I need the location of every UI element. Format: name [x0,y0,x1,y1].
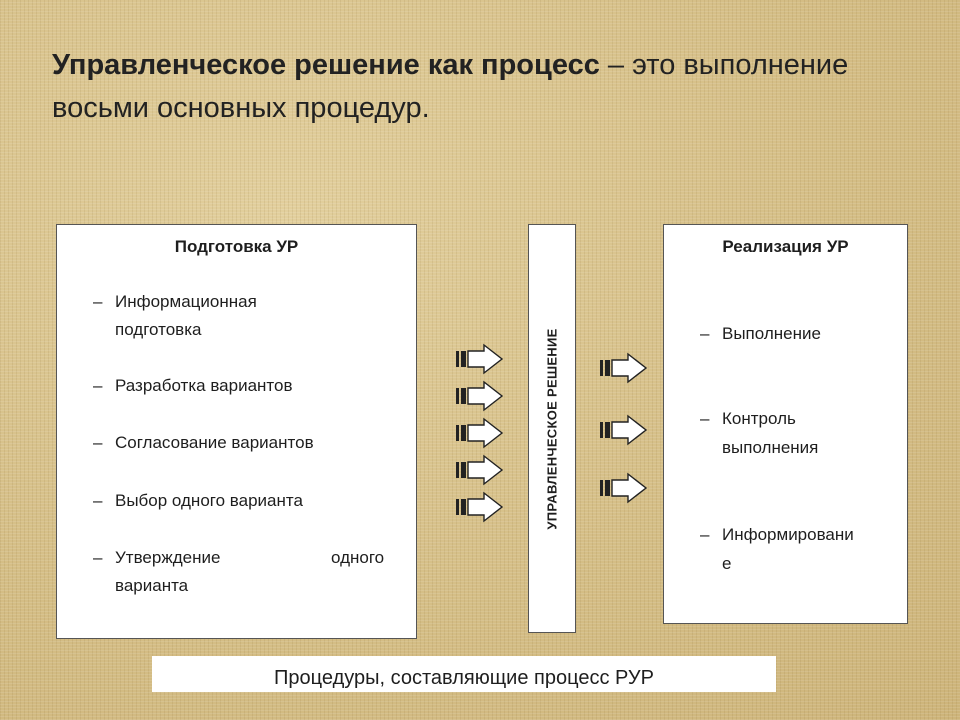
implementation-box: Реализация УР – Выполнение – Контроль вы… [663,224,908,624]
dash-marker: – [700,525,710,544]
list-item-text: Согласование вариантов [115,433,314,452]
dash-marker: – [93,292,103,311]
decision-box: УПРАВЛЕНЧЕСКОЕ РЕШЕНИЕ [528,224,576,633]
list-item-word: одного [331,543,384,572]
slide-title-bold: Управленческое решение как процесс [52,49,600,81]
list-item-text: варианта [115,576,189,595]
caption: Процедуры, составляющие процесс РУР [152,656,776,692]
preparation-box: Подготовка УР – Информационная подготовк… [56,224,417,639]
arrow-right-icon [455,344,503,374]
slide-title: Управленческое решение как процесс – это… [52,44,912,130]
arrow-right-icon [599,415,647,445]
list-item-text: подготовка [115,320,202,339]
implementation-heading: Реализация УР [722,237,849,256]
list-item-text: Выбор одного варианта [115,491,303,510]
dash-marker: – [93,376,103,395]
arrow-right-icon [599,473,647,503]
list-item-text: одного [331,548,385,567]
list-item-text: Утверждение [115,548,221,567]
preparation-heading: Подготовка УР [174,237,299,256]
arrow-right-icon [455,381,503,411]
arrow-right-icon [455,418,503,448]
dash-marker: – [700,324,710,343]
list-item-text: е [722,554,732,573]
arrow-right-icon [455,492,503,522]
list-item-text: Контроль [722,409,796,428]
list-item-text: Информировани [722,525,854,544]
list-item-text: Разработка вариантов [115,376,293,395]
arrow-right-icon [455,455,503,485]
dash-marker: – [93,433,103,452]
arrow-right-icon [599,353,647,383]
list-item-text: Выполнение [722,324,821,343]
dash-marker: – [700,409,710,428]
list-item-text: Информационная [115,292,257,311]
dash-marker: – [93,491,103,510]
dash-marker: – [93,548,103,567]
slide-title-rest: – это выполнение восьми основных процеду… [52,49,849,124]
list-item-text: выполнения [722,438,819,457]
